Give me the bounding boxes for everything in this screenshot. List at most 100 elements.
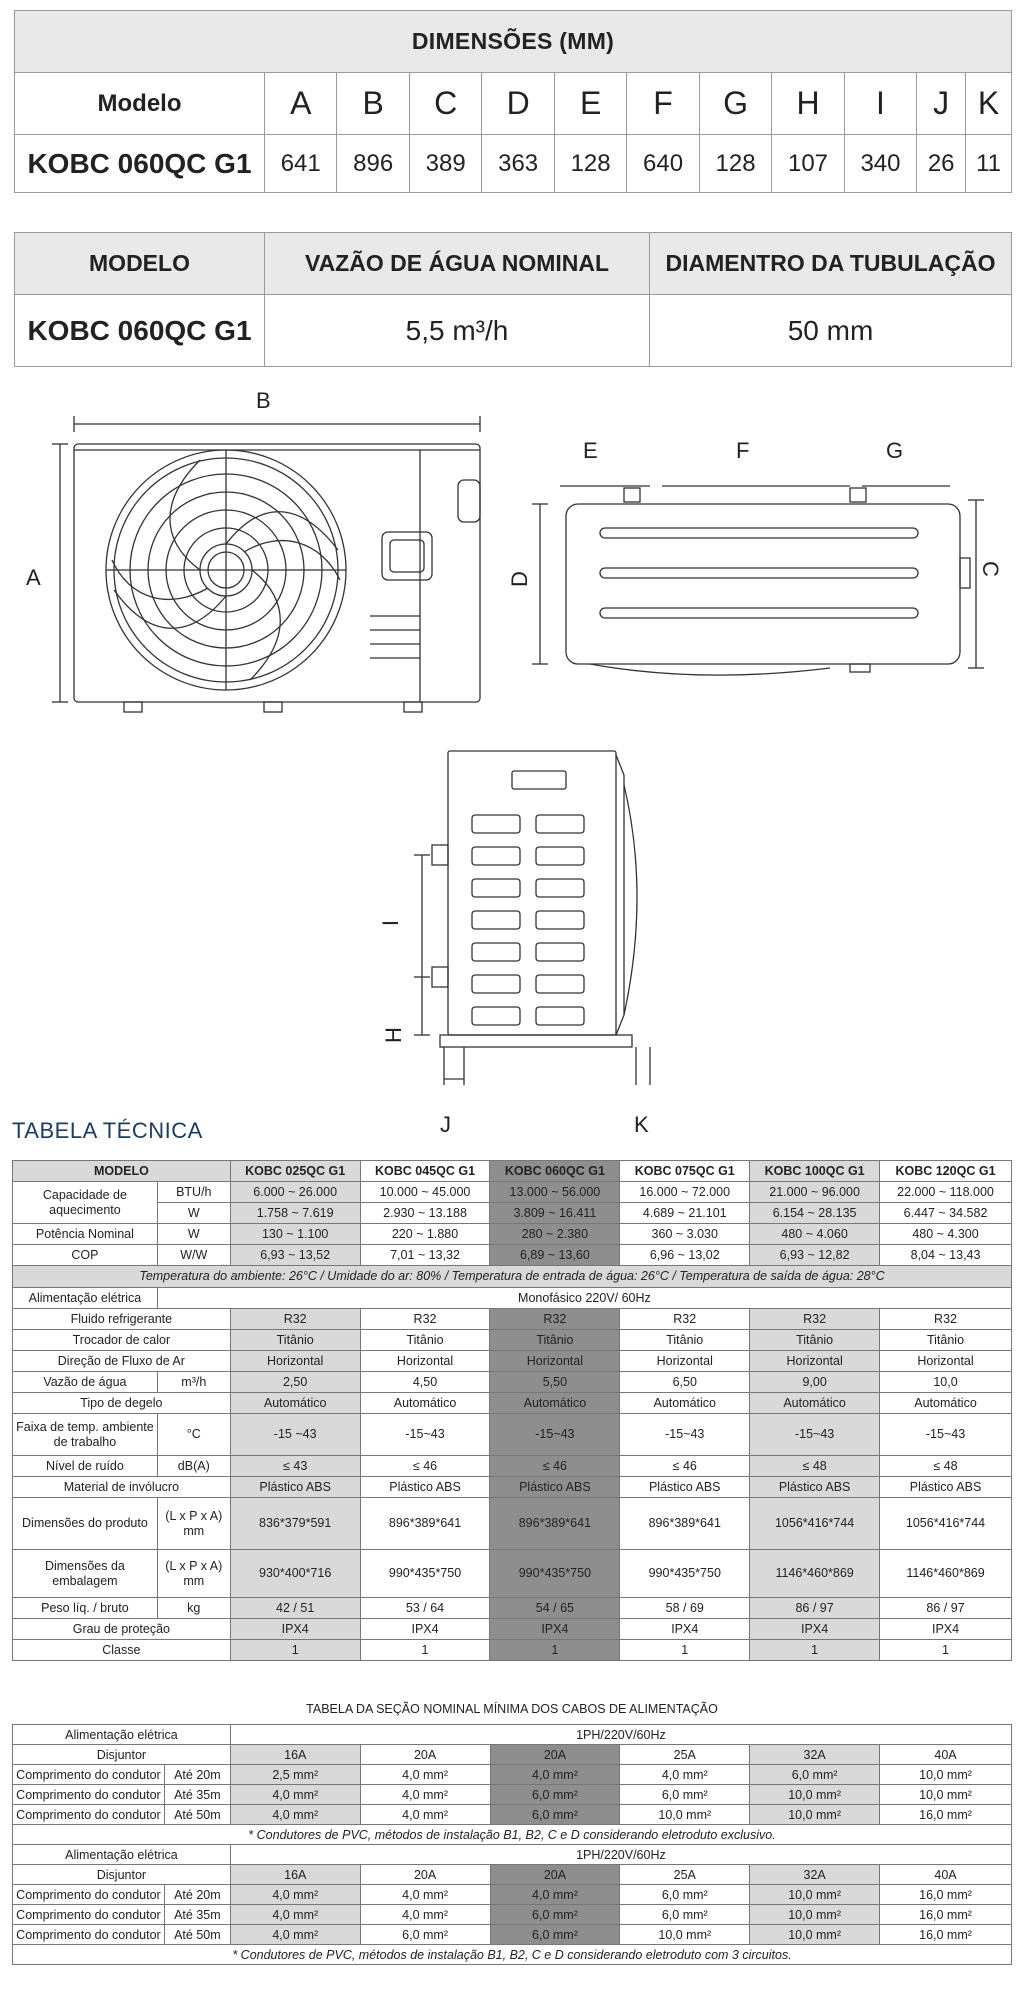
tech-row: COP W/W 6,93 ~ 13,52 7,01 ~ 13,32 6,89 ~… — [12, 1244, 1012, 1266]
tech-row: Trocador de calor Titânio Titânio Titâni… — [12, 1329, 1012, 1351]
tech-model: KOBC 100QC G1 — [749, 1160, 881, 1182]
cable-range: Até 50m — [163, 1804, 231, 1825]
cable-cell: 4,0 mm² — [489, 1884, 621, 1905]
tech-label: Potência Nominal — [12, 1223, 158, 1245]
tech-row: Potência Nominal W 130 ~ 1.100 220 ~ 1.8… — [12, 1223, 1012, 1245]
tech-cell: 21.000 ~ 96.000 — [749, 1181, 881, 1203]
tech-cell: 990*435*750 — [359, 1549, 491, 1598]
cable-breaker: 20A — [489, 1864, 621, 1885]
tech-label: Vazão de água — [12, 1371, 158, 1393]
dim-letter: C — [408, 72, 483, 135]
tech-cell: Titânio — [359, 1329, 491, 1351]
tech-label: Alimentação elétrica — [12, 1287, 158, 1309]
flow-header-diameter: DIAMENTRO DA TUBULAÇÃO — [649, 232, 1012, 295]
cable-row: * Condutores de PVC, métodos de instalaç… — [12, 1824, 1012, 1845]
tech-cell: Titânio — [489, 1329, 621, 1351]
cable-breaker: 25A — [619, 1744, 751, 1765]
tech-cell: IPX4 — [229, 1618, 361, 1640]
tech-cell: -15 ~43 — [229, 1413, 361, 1456]
dim-letter: J — [916, 72, 967, 135]
flow-table: MODELO VAZÃO DE ÁGUA NOMINAL DIAMENTRO D… — [14, 232, 1012, 367]
cable-cell: 4,0 mm² — [229, 1924, 361, 1945]
cable-cell: 10,0 mm² — [619, 1804, 751, 1825]
cable-cell: 4,0 mm² — [229, 1884, 361, 1905]
cable-range: Até 35m — [163, 1784, 231, 1805]
tech-cell: 896*389*641 — [619, 1497, 751, 1550]
cable-row: * Condutores de PVC, métodos de instalaç… — [12, 1944, 1012, 1965]
cable-row: Comprimento do condutor Até 20m 4,0 mm² … — [12, 1884, 1012, 1905]
tech-unit: W/W — [156, 1244, 231, 1266]
tech-cell: IPX4 — [749, 1618, 881, 1640]
cable-cell: 4,0 mm² — [359, 1884, 491, 1905]
dim-value: 363 — [481, 134, 555, 193]
dim-letter: D — [481, 72, 555, 135]
tech-cell: ≤ 43 — [229, 1455, 361, 1477]
cable-cell: 6,0 mm² — [489, 1904, 621, 1925]
tech-cell: Plástico ABS — [619, 1476, 751, 1498]
cable-row: Comprimento do condutor Até 35m 4,0 mm² … — [12, 1904, 1012, 1925]
cable-cell: 10,0 mm² — [749, 1924, 881, 1945]
tech-cell: 6,50 — [619, 1371, 751, 1393]
cable-row: Alimentação elétrica 1PH/220V/60Hz — [12, 1844, 1013, 1865]
cable-cell: 6,0 mm² — [619, 1904, 751, 1925]
back-label-k: K — [634, 1112, 649, 1137]
tech-cell: 990*435*750 — [619, 1549, 751, 1598]
tech-cell: 6,96 ~ 13,02 — [619, 1244, 751, 1266]
cable-range: Até 20m — [163, 1884, 231, 1905]
side-label-c: C — [977, 561, 1003, 577]
cable-cell: 6,0 mm² — [359, 1924, 491, 1945]
tech-cell: 10.000 ~ 45.000 — [359, 1181, 491, 1203]
tech-row: Peso líq. / bruto kg 42 / 51 53 / 64 54 … — [12, 1597, 1012, 1619]
tech-model-header: MODELO — [12, 1160, 231, 1182]
tech-row: Dimensões do produto (L x P x A) mm 836*… — [12, 1497, 1012, 1550]
cable-breaker-label: Disjuntor — [12, 1864, 231, 1885]
tech-cell: 1 — [489, 1639, 621, 1661]
cable-breaker: 20A — [359, 1864, 491, 1885]
cable-length-label: Comprimento do condutor — [12, 1764, 165, 1785]
front-label-a: A — [26, 565, 41, 590]
dim-value: 640 — [626, 134, 700, 193]
tech-cell: 130 ~ 1.100 — [229, 1223, 361, 1245]
tech-cell: R32 — [749, 1308, 881, 1330]
tech-cell: Plástico ABS — [489, 1476, 621, 1498]
tech-label: Peso líq. / bruto — [12, 1597, 158, 1619]
tech-cell: ≤ 46 — [359, 1455, 491, 1477]
tech-unit: °C — [156, 1413, 231, 1456]
cable-cell: 4,0 mm² — [359, 1764, 491, 1785]
tech-cell: 8,04 ~ 13,43 — [879, 1244, 1012, 1266]
tech-header-row: MODELO KOBC 025QC G1 KOBC 045QC G1 KOBC … — [12, 1160, 1012, 1182]
tech-cell: IPX4 — [619, 1618, 751, 1640]
cable-row: Comprimento do condutor Até 35m 4,0 mm² … — [12, 1784, 1012, 1805]
tech-cell: 1056*416*744 — [749, 1497, 881, 1550]
tech-cell: 6,93 ~ 12,82 — [749, 1244, 881, 1266]
tech-label: Tipo de degelo — [12, 1392, 231, 1414]
tech-row: Capacidade de aquecimento BTU/h 6.000 ~ … — [12, 1181, 1012, 1224]
tech-cell: 1 — [619, 1639, 751, 1661]
dim-value: 340 — [843, 134, 918, 193]
tech-cell: Horizontal — [749, 1350, 881, 1372]
tech-cell: ≤ 48 — [749, 1455, 881, 1477]
tech-cell: 6.154 ~ 28.135 — [749, 1202, 881, 1224]
tech-cell: 42 / 51 — [229, 1597, 361, 1619]
tech-unit: m³/h — [156, 1371, 231, 1393]
tech-supply-value: Monofásico 220V/ 60Hz — [156, 1287, 1013, 1309]
tech-cell: 16.000 ~ 72.000 — [619, 1181, 751, 1203]
cable-cell: 10,0 mm² — [749, 1904, 881, 1925]
cable-supply-value: 1PH/220V/60Hz — [229, 1724, 1013, 1745]
cable-breaker: 32A — [749, 1864, 881, 1885]
cable-length-label: Comprimento do condutor — [12, 1784, 165, 1805]
tech-row: Temperatura do ambiente: 26°C / Umidade … — [12, 1265, 1012, 1288]
tech-cell: 86 / 97 — [879, 1597, 1012, 1619]
cable-range: Até 20m — [163, 1764, 231, 1785]
side-view-drawing — [532, 485, 984, 676]
cable-cell: 10,0 mm² — [749, 1784, 881, 1805]
tech-cell: -15~43 — [879, 1413, 1012, 1456]
tech-cell: 10,0 — [879, 1371, 1012, 1393]
dim-value: 128 — [698, 134, 773, 193]
dim-value: 128 — [553, 134, 628, 193]
tech-label: Capacidade de aquecimento — [12, 1181, 158, 1224]
tech-label: Grau de proteção — [12, 1618, 231, 1640]
tech-cell: 5,50 — [489, 1371, 621, 1393]
cable-cell: 4,0 mm² — [229, 1804, 361, 1825]
dim-letter: E — [553, 72, 628, 135]
